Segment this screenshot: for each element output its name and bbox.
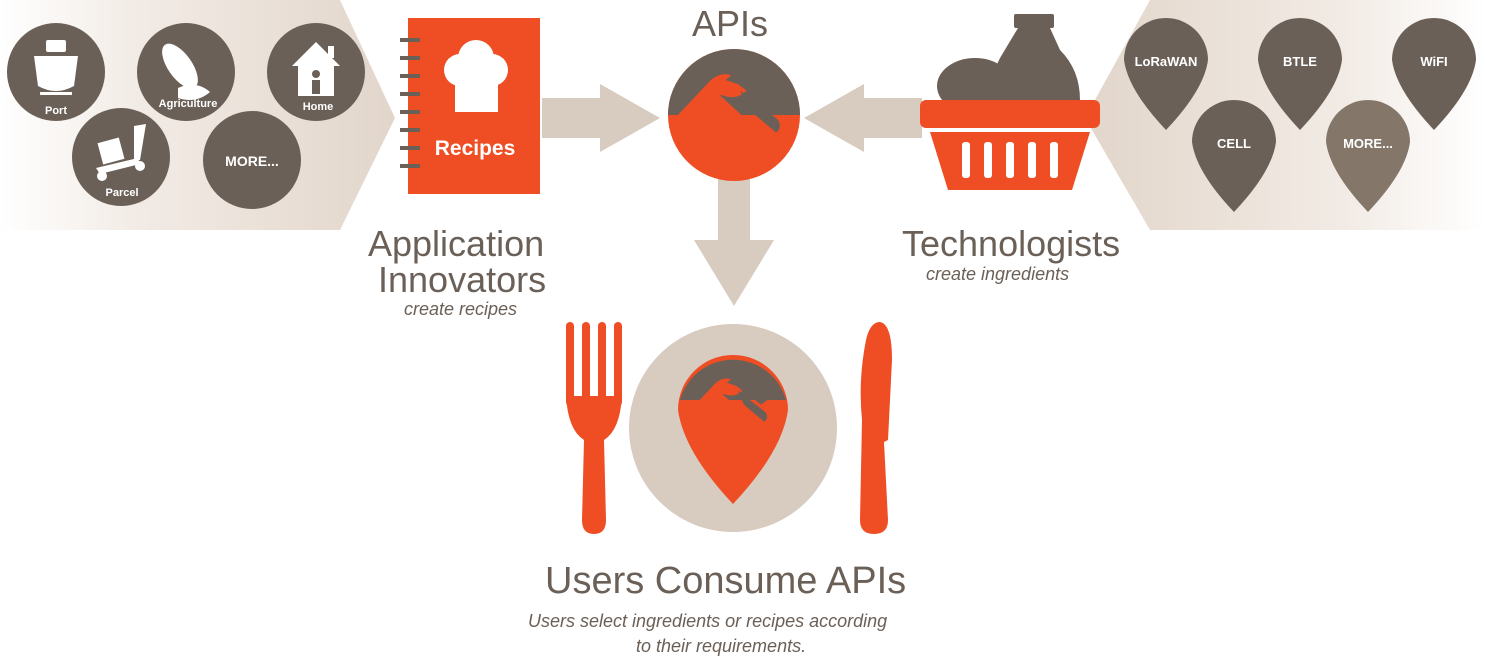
- technologists-subtitle: create ingredients: [926, 264, 1070, 284]
- left-item-home: Home: [267, 23, 365, 121]
- hand-truck-icon: [96, 124, 146, 181]
- pin-label: BTLE: [1283, 54, 1317, 69]
- left-item-parcel: Parcel: [72, 108, 170, 206]
- left-item-label: Agriculture: [159, 98, 218, 110]
- left-item-label: Home: [303, 101, 334, 113]
- book-label: Recipes: [435, 137, 516, 160]
- pin-lorawan: LoRaWAN: [1124, 18, 1208, 130]
- users-consume-heading: Users Consume APIs: [545, 560, 907, 602]
- application-innovators-heading-line1: Application: [368, 223, 545, 264]
- application-innovators-heading-line2: Innovators: [378, 259, 547, 300]
- chef-hat-icon: [444, 40, 508, 112]
- left-item-label: Parcel: [105, 187, 138, 199]
- pin-wifi: WiFI: [1392, 18, 1476, 130]
- left-item-agriculture: Agriculture: [137, 23, 235, 121]
- apis-pin: [668, 49, 800, 181]
- left-item-label: Port: [45, 105, 67, 117]
- ship-icon: [34, 40, 78, 95]
- house-icon: [292, 42, 340, 96]
- left-item-port: Port: [7, 23, 105, 121]
- pin-label: WiFI: [1420, 54, 1447, 69]
- left-item-more: MORE...: [203, 111, 301, 209]
- users-consume-subtitle-line1: Users select ingredients or recipes acco…: [528, 611, 888, 631]
- basket-icon: [920, 14, 1100, 190]
- users-consume-subtitle-line2: to their requirements.: [636, 636, 807, 656]
- pin-label: LoRaWAN: [1135, 54, 1198, 69]
- apis-title: APIs: [692, 3, 769, 44]
- pin-cell: CELL: [1192, 100, 1276, 212]
- technologists-heading: Technologists: [902, 223, 1121, 264]
- pin-label: MORE...: [1343, 136, 1393, 151]
- pin-label: CELL: [1217, 136, 1251, 151]
- book-rings: [400, 38, 420, 168]
- plate-icon: [629, 324, 837, 532]
- left-item-label: MORE...: [225, 153, 279, 169]
- arrow-right-to-apis: [804, 84, 922, 152]
- application-innovators-subtitle: create recipes: [404, 299, 518, 319]
- fork-icon: [566, 322, 622, 534]
- pin-more: MORE...: [1326, 100, 1410, 212]
- pin-btle: BTLE: [1258, 18, 1342, 130]
- arrow-left-to-apis: [542, 84, 660, 152]
- corn-icon: [162, 43, 210, 100]
- recipe-book: Recipes: [400, 18, 540, 194]
- arrow-down-to-users: [694, 170, 774, 306]
- knife-icon: [860, 322, 892, 534]
